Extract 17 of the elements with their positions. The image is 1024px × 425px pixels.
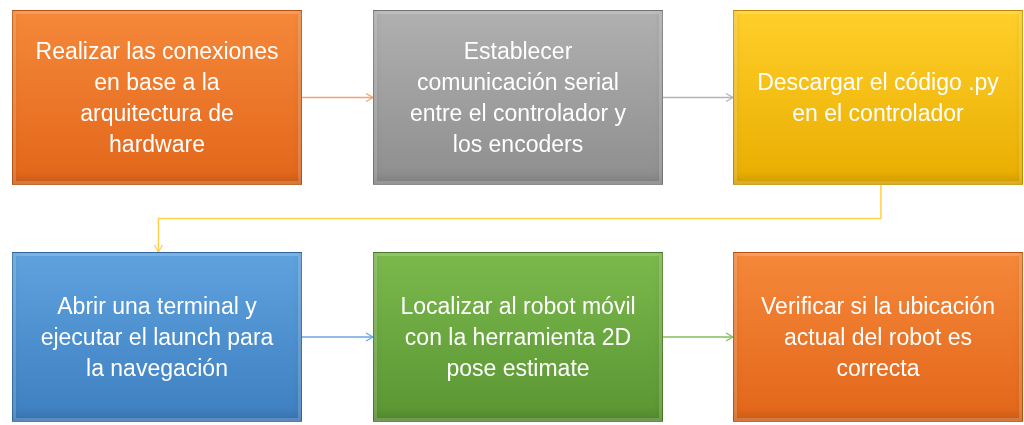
step-text: Abrir una terminal y ejecutar el launch para la navegación xyxy=(39,291,275,383)
arrow xyxy=(301,92,374,103)
step-text: Localizar al robot móvil con la herramienta 2D pose estimate xyxy=(399,291,637,383)
process-box xyxy=(733,252,1023,422)
process-box xyxy=(373,10,663,185)
step-text: Realizar las conexiones en base a la arquitectura de hardware xyxy=(34,36,280,159)
step-text: Establecer comunicación serial entre el controlador y los encoders xyxy=(408,36,628,159)
process-box xyxy=(12,252,302,422)
process-box xyxy=(733,10,1023,185)
process-box xyxy=(12,10,302,185)
arrow xyxy=(662,332,734,342)
arrow xyxy=(301,332,374,342)
step-text: Verificar si la ubicación actual del robot es correcta xyxy=(760,291,996,383)
arrow xyxy=(153,184,882,253)
arrow xyxy=(662,92,734,103)
step-text: Descargar el código .py en el controlador xyxy=(756,67,1000,128)
process-box xyxy=(373,252,663,422)
